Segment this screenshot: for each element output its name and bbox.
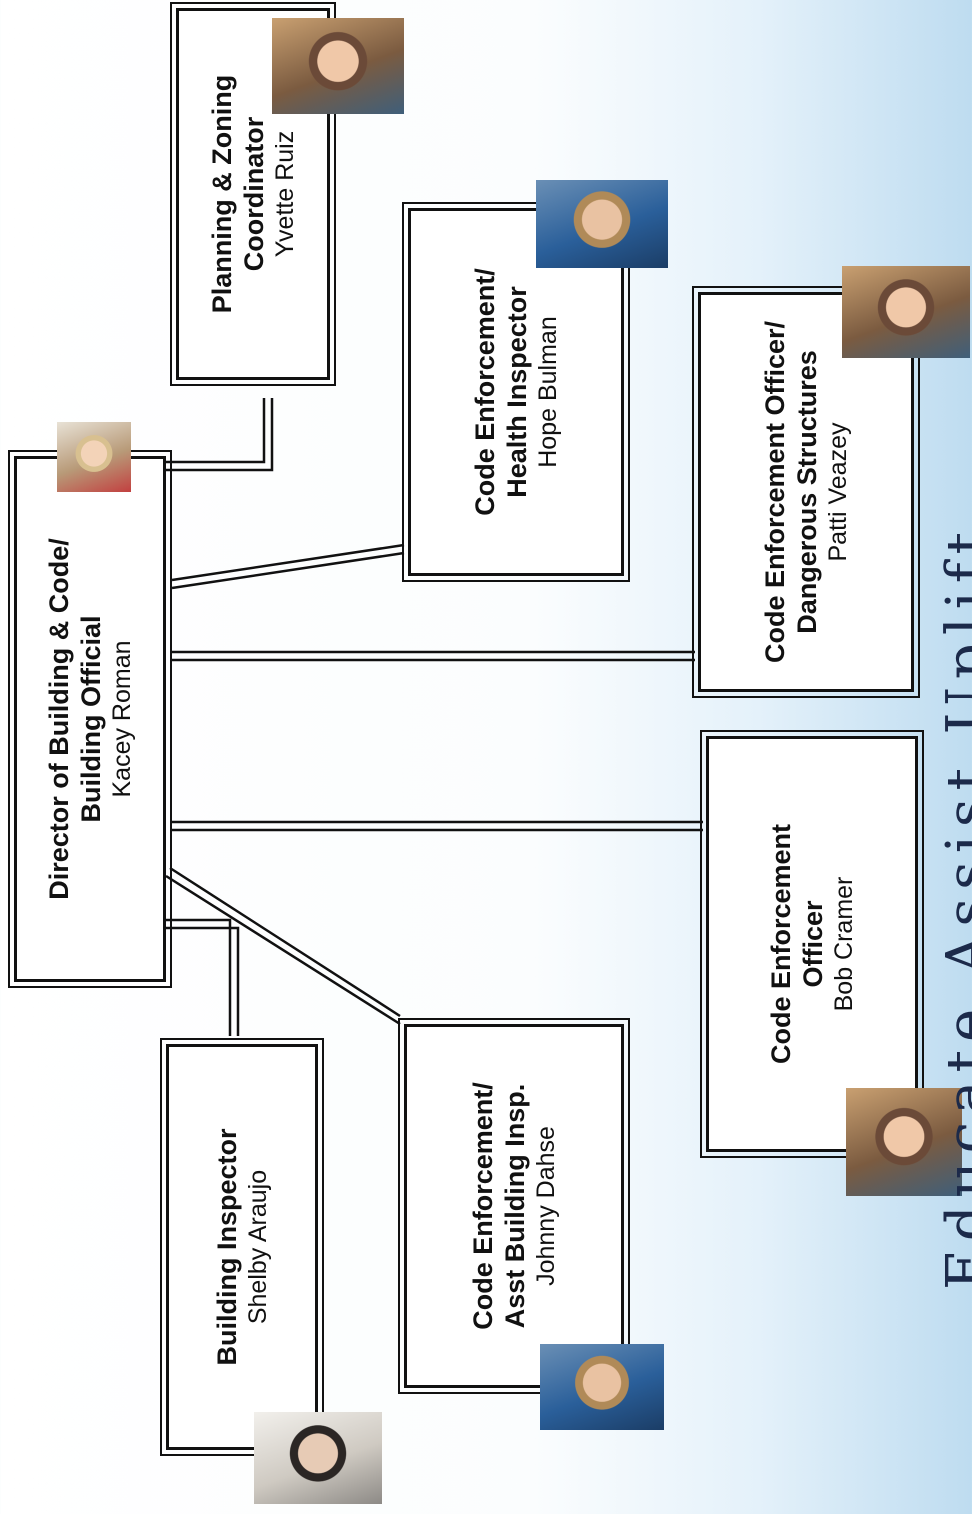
director-text: Director of Building & Code/ Building Of…	[43, 538, 137, 900]
connector-inspector	[164, 918, 232, 1036]
dangerous-title-line2: Dangerous Structures	[792, 350, 822, 634]
officer-box: Code Enforcement Officer Bob Cramer	[700, 730, 924, 1158]
dangerous-title-line1: Code Enforcement Officer/	[760, 320, 790, 664]
inspector-photo	[254, 1412, 382, 1504]
connector-asst	[169, 866, 401, 1018]
dangerous-photo	[842, 266, 970, 358]
health-text: Code Enforcement/ Health Inspector Hope …	[469, 268, 563, 516]
planning-title-line1: Planning & Zoning	[207, 74, 237, 314]
health-title-line1: Code Enforcement/	[470, 268, 500, 516]
connector-health	[171, 543, 405, 582]
health-photo	[536, 180, 668, 268]
asst-box: Code Enforcement/ Asst Building Insp. Jo…	[398, 1018, 630, 1394]
connector-planning-b	[164, 398, 274, 472]
dangerous-box: Code Enforcement Officer/ Dangerous Stru…	[692, 286, 920, 698]
officer-title-line2: Officer	[798, 900, 828, 988]
officer-text: Code Enforcement Officer Bob Cramer	[765, 824, 859, 1064]
dangerous-name: Patti Veazey	[824, 422, 852, 562]
officer-title-line1: Code Enforcement	[766, 823, 796, 1065]
connector-inspector-b	[164, 926, 240, 1036]
inspector-text: Building Inspector Shelby Araujo	[211, 1128, 273, 1365]
inspector-name: Shelby Araujo	[244, 1169, 272, 1325]
asst-photo	[540, 1344, 664, 1430]
asst-title-line1: Code Enforcement/	[468, 1082, 498, 1330]
planning-title-line2: Coordinator	[239, 116, 269, 272]
health-title-line2: Health Inspector	[502, 286, 532, 498]
footer-tagline: Educate Assist Uplift	[935, 524, 972, 1290]
connector-planning	[164, 398, 266, 464]
asst-name: Johnny Dahse	[532, 1126, 560, 1286]
director-photo	[57, 422, 131, 492]
inspector-box: Building Inspector Shelby Araujo	[160, 1038, 324, 1456]
dangerous-text: Code Enforcement Officer/ Dangerous Stru…	[759, 321, 853, 663]
director-title-line1: Director of Building & Code/	[44, 538, 74, 900]
connector-health-b	[171, 551, 405, 590]
connector-asst-b	[165, 874, 401, 1026]
inspector-title: Building Inspector	[212, 1128, 242, 1366]
health-name: Hope Bulman	[534, 316, 562, 468]
director-name: Kacey Roman	[108, 640, 136, 798]
health-box: Code Enforcement/ Health Inspector Hope …	[402, 202, 630, 582]
director-box: Director of Building & Code/ Building Of…	[8, 450, 172, 988]
asst-text: Code Enforcement/ Asst Building Insp. Jo…	[467, 1082, 561, 1330]
director-title-line2: Building Official	[76, 615, 106, 823]
asst-title-line2: Asst Building Insp.	[500, 1083, 530, 1329]
officer-photo	[846, 1088, 962, 1196]
planning-photo	[272, 18, 404, 114]
officer-name: Bob Cramer	[830, 876, 858, 1012]
